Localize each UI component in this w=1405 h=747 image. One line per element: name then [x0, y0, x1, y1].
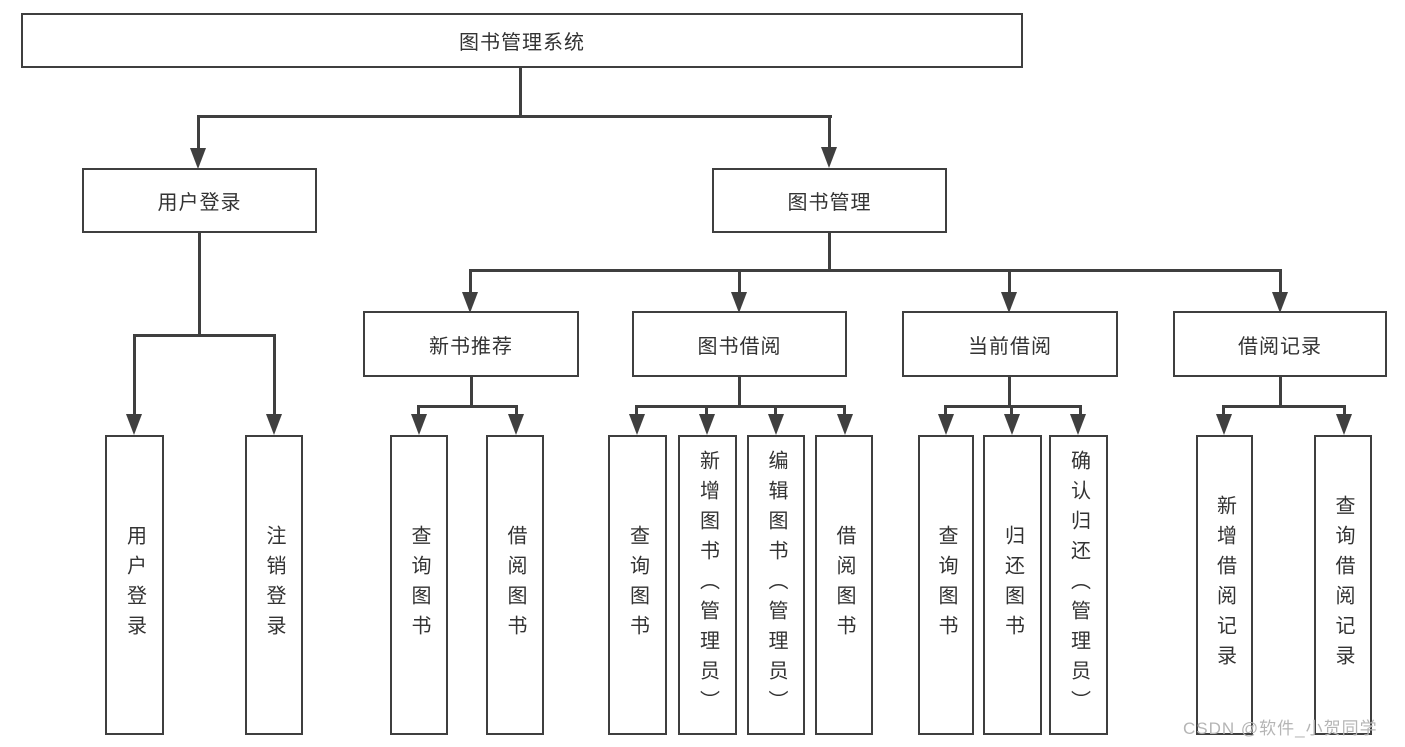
- arrow-down-icon: [938, 414, 954, 435]
- arrow-down-icon: [821, 147, 837, 168]
- leaf-edit-book-admin-label: 编辑图书（管理员）: [765, 450, 787, 720]
- connector-book-mgmt-stem: [828, 233, 831, 271]
- connector-book-borrow-children-branch: [635, 405, 846, 408]
- leaf-query-books-recommend: 查询图书: [390, 435, 448, 735]
- leaf-add-book-admin-label: 新增图书（管理员）: [696, 450, 719, 720]
- connector-leaf-drop: [273, 334, 276, 416]
- node-root: 图书管理系统: [21, 13, 1023, 68]
- connector-book-mgmt-drop: [828, 115, 831, 151]
- leaf-borrow-books: 借阅图书: [815, 435, 873, 735]
- node-borrow-records: 借阅记录: [1173, 311, 1387, 377]
- connector-current-borrow-stem: [1008, 377, 1011, 408]
- arrow-down-icon: [1004, 414, 1020, 435]
- leaf-query-books-current-label: 查询图书: [935, 525, 957, 645]
- node-user-login-label: 用户登录: [157, 192, 242, 214]
- connector-user-login-drop: [197, 115, 200, 151]
- connector-level3-drop: [1279, 269, 1282, 293]
- connector-level3-drop: [1008, 269, 1011, 293]
- leaf-query-books-borrow: 查询图书: [608, 435, 667, 735]
- arrow-down-icon: [126, 414, 142, 435]
- connector-root-stem: [519, 68, 522, 118]
- leaf-query-books-borrow-label: 查询图书: [626, 525, 649, 645]
- arrow-down-icon: [1070, 414, 1086, 435]
- leaf-user-login-label: 用户登录: [123, 525, 146, 645]
- connector-user-login-children-branch: [133, 334, 276, 337]
- node-new-book-recommend-label: 新书推荐: [429, 335, 513, 358]
- node-root-label: 图书管理系统: [459, 32, 585, 54]
- leaf-logout: 注销登录: [245, 435, 303, 735]
- connector-level3-branch: [469, 269, 1282, 272]
- node-borrow-records-label: 借阅记录: [1238, 335, 1322, 358]
- leaf-add-borrow-record: 新增借阅记录: [1196, 435, 1253, 735]
- arrow-down-icon: [1001, 292, 1017, 313]
- csdn-watermark: CSDN @软件_小贺同学: [1183, 719, 1378, 738]
- connector-leaf-drop: [705, 405, 708, 417]
- leaf-borrow-books-label: 借阅图书: [833, 525, 855, 645]
- arrow-down-icon: [411, 414, 427, 435]
- connector-level2-branch: [197, 115, 832, 118]
- leaf-query-borrow-record-label: 查询借阅记录: [1332, 495, 1354, 675]
- connector-user-login-stem: [198, 233, 201, 337]
- node-book-management-label: 图书管理: [787, 192, 872, 214]
- connector-leaf-drop: [133, 334, 136, 416]
- connector-leaf-drop: [515, 405, 518, 417]
- leaf-query-borrow-record: 查询借阅记录: [1314, 435, 1372, 735]
- connector-leaf-drop: [1010, 405, 1013, 417]
- arrow-down-icon: [699, 414, 715, 435]
- arrow-down-icon: [768, 414, 784, 435]
- leaf-query-books-current: 查询图书: [918, 435, 974, 735]
- connector-leaf-drop: [417, 405, 420, 417]
- leaf-return-book-label: 归还图书: [1001, 525, 1024, 645]
- arrow-down-icon: [1216, 414, 1232, 435]
- leaf-user-login: 用户登录: [105, 435, 164, 735]
- arrow-down-icon: [1272, 292, 1288, 313]
- node-book-management: 图书管理: [712, 168, 947, 233]
- arrow-down-icon: [1336, 414, 1352, 435]
- node-book-borrow-label: 图书借阅: [697, 335, 782, 358]
- arrow-down-icon: [508, 414, 524, 435]
- connector-leaf-drop: [944, 405, 947, 417]
- node-book-borrow: 图书借阅: [632, 311, 847, 377]
- leaf-borrow-books-recommend-label: 借阅图书: [504, 525, 526, 645]
- arrow-down-icon: [266, 414, 282, 435]
- leaf-add-borrow-record-label: 新增借阅记录: [1213, 495, 1236, 675]
- leaf-return-book: 归还图书: [983, 435, 1042, 735]
- arrow-down-icon: [731, 292, 747, 313]
- arrow-down-icon: [190, 148, 206, 169]
- connector-current-borrow-children-branch: [944, 405, 1082, 408]
- arrow-down-icon: [629, 414, 645, 435]
- leaf-confirm-return-admin-label: 确认归还（管理员）: [1067, 450, 1090, 720]
- leaf-query-books-recommend-label: 查询图书: [408, 525, 430, 645]
- connector-new-book-stem: [470, 377, 473, 408]
- connector-new-book-children-branch: [417, 405, 518, 408]
- connector-level3-drop: [738, 269, 741, 293]
- connector-leaf-drop: [1222, 405, 1225, 417]
- connector-book-borrow-stem: [738, 377, 741, 408]
- connector-borrow-record-children-branch: [1222, 405, 1346, 408]
- connector-leaf-drop: [1079, 405, 1082, 417]
- node-current-borrow: 当前借阅: [902, 311, 1118, 377]
- leaf-borrow-books-recommend: 借阅图书: [486, 435, 544, 735]
- connector-leaf-drop: [774, 405, 777, 417]
- connector-level3-drop: [469, 269, 472, 293]
- connector-leaf-drop: [1343, 405, 1346, 417]
- arrow-down-icon: [462, 292, 478, 313]
- node-new-book-recommend: 新书推荐: [363, 311, 579, 377]
- connector-leaf-drop: [635, 405, 638, 417]
- connector-leaf-drop: [843, 405, 846, 417]
- connector-borrow-record-stem: [1279, 377, 1282, 408]
- node-current-borrow-label: 当前借阅: [968, 335, 1052, 358]
- node-user-login: 用户登录: [82, 168, 317, 233]
- leaf-confirm-return-admin: 确认归还（管理员）: [1049, 435, 1108, 735]
- leaf-edit-book-admin: 编辑图书（管理员）: [747, 435, 805, 735]
- leaf-logout-label: 注销登录: [263, 525, 285, 645]
- arrow-down-icon: [837, 414, 853, 435]
- leaf-add-book-admin: 新增图书（管理员）: [678, 435, 737, 735]
